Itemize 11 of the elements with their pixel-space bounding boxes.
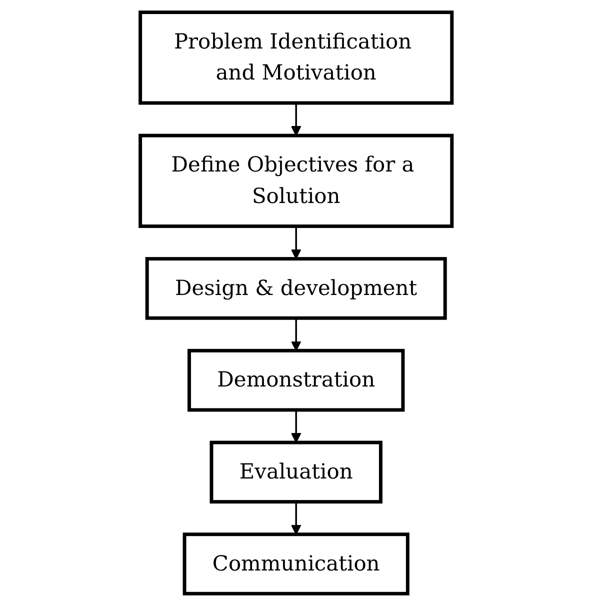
- arrow: [291, 103, 302, 136]
- node-box: Evaluation: [210, 440, 383, 504]
- arrow: [291, 318, 302, 352]
- node-box: Communication: [183, 532, 410, 596]
- node-box: Define Objectives for a Solution: [138, 134, 454, 228]
- node-box: Problem Identification and Motivation: [138, 10, 454, 105]
- arrow: [291, 226, 302, 260]
- node-box: Demonstration: [188, 348, 406, 412]
- arrow: [291, 502, 302, 535]
- node-box: Design & development: [146, 257, 448, 320]
- arrow: [291, 410, 302, 443]
